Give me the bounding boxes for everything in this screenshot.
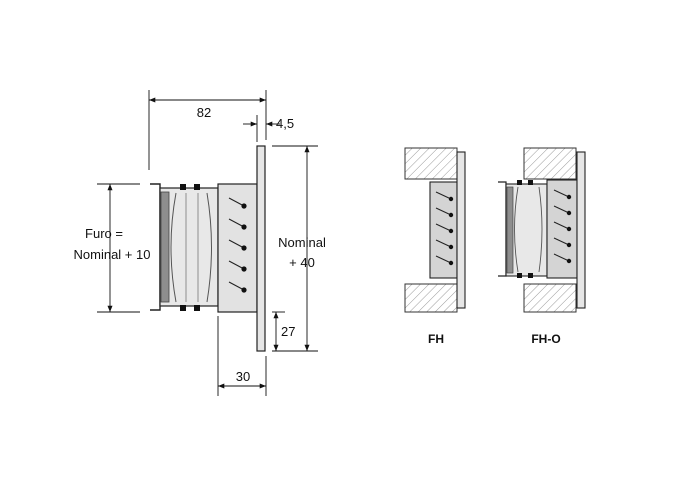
bottom-offset-label: 27 — [281, 324, 295, 339]
damper-sleeve — [498, 180, 548, 278]
height-label-line1: Nominal — [278, 235, 326, 250]
hole-label-line2: Nominal + 10 — [74, 247, 151, 262]
wall-block-top — [404, 147, 458, 180]
front-flange — [456, 151, 466, 309]
blade-set — [228, 197, 247, 293]
wall-block-bottom — [404, 283, 458, 313]
dimension-lines — [97, 90, 318, 396]
fh-o-variant: FH-O — [498, 147, 586, 346]
main-side-view: 82 4,5 Furo = Nominal + 10 Nominal + 40 … — [74, 90, 326, 396]
blade-housing — [546, 179, 578, 279]
wall-block-bottom — [523, 283, 577, 313]
blade-set — [553, 189, 572, 264]
depth-label: 82 — [197, 105, 211, 120]
front-flange — [256, 145, 266, 352]
height-label-line2: + 40 — [289, 255, 315, 270]
fh-o-caption: FH-O — [531, 332, 560, 346]
flange-depth-label: 30 — [236, 369, 250, 384]
fh-variant: FH — [404, 147, 466, 346]
blade-housing — [217, 183, 258, 313]
wall-block-top — [523, 147, 577, 180]
damper-sleeve — [150, 183, 219, 311]
blade-set — [435, 191, 454, 266]
flange-thickness-label: 4,5 — [276, 116, 294, 131]
front-flange — [576, 151, 586, 309]
fh-caption: FH — [428, 332, 444, 346]
hole-label-line1: Furo = — [85, 226, 123, 241]
